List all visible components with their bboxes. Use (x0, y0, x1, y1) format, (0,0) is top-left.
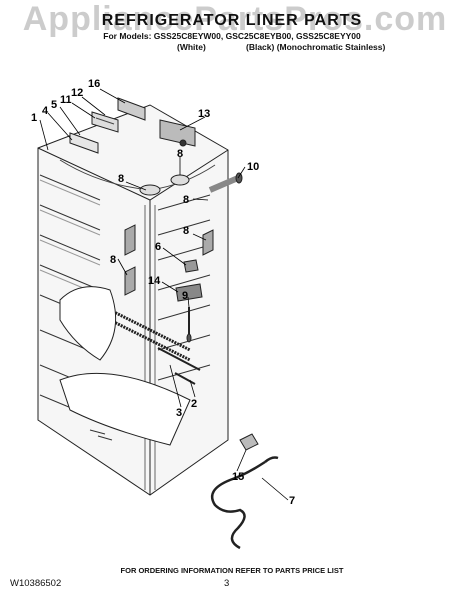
part-10-roller (208, 172, 243, 193)
callout-1: 1 (31, 112, 37, 124)
part-12-11-bracket (91, 111, 119, 133)
callout-8-right-a: 8 (183, 194, 189, 206)
liner-body (37, 104, 229, 496)
part-9-sensor (186, 307, 192, 343)
part-8-lights (124, 174, 214, 296)
callout-6: 6 (155, 241, 161, 253)
part-6-bracket (183, 259, 199, 273)
callout-4: 4 (42, 105, 49, 117)
callout-10: 10 (247, 161, 259, 173)
callout-5: 5 (51, 99, 57, 111)
part-5-4-module (69, 132, 99, 154)
part-16-cover (117, 97, 146, 121)
callout-9: 9 (182, 290, 188, 302)
watermark: AppliancePartsPros.com (22, 0, 448, 38)
callout-7: 7 (289, 495, 295, 507)
callout-11: 11 (60, 94, 72, 106)
ordering-note: FOR ORDERING INFORMATION REFER TO PARTS … (120, 566, 344, 575)
callout-2: 2 (191, 398, 197, 410)
callout-12: 12 (71, 87, 83, 99)
callout-8-right-b: 8 (183, 225, 189, 237)
page-number: 3 (224, 578, 230, 589)
document-number: W10386502 (10, 578, 62, 589)
callout-3: 3 (176, 407, 182, 419)
callout-8-mid: 8 (110, 254, 116, 266)
leader-lines (39, 88, 289, 501)
variant-black: (Black) (Monochromatic Stainless) (246, 42, 386, 52)
model-list: For Models: GSS25C8EYW00, GSC25C8EYB00, … (103, 31, 361, 41)
callout-8-top: 8 (177, 148, 183, 160)
callout-15: 15 (232, 471, 244, 483)
callout-14: 14 (148, 275, 161, 287)
callout-13: 13 (198, 108, 210, 120)
page-title: REFRIGERATOR LINER PARTS (101, 12, 363, 29)
part-14-control (175, 283, 203, 302)
part-7-water-tube (210, 456, 279, 550)
variant-white: (White) (177, 42, 206, 52)
part-15-fitting (239, 433, 259, 451)
callout-16: 16 (88, 78, 100, 90)
part-2-3-strips (157, 347, 201, 385)
callout-8-left: 8 (118, 173, 124, 185)
